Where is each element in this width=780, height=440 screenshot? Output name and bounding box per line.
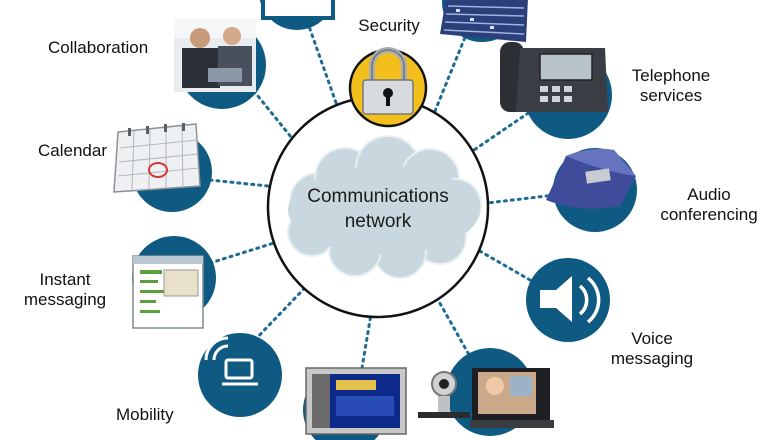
webcam-computer-icon bbox=[418, 368, 554, 428]
label-mobility: Mobility bbox=[116, 405, 174, 424]
monitor-icon bbox=[261, 0, 335, 20]
label-voice-messaging: Voice messaging bbox=[604, 329, 700, 369]
desktop-video-icon bbox=[305, 367, 407, 435]
label-voice-line-1: Voice bbox=[631, 329, 673, 348]
hub-line-2: network bbox=[344, 211, 412, 232]
label-telephone-line-1: Telephone bbox=[631, 66, 711, 85]
conference-phone-icon bbox=[546, 148, 636, 209]
hub-title: Communications network bbox=[283, 184, 473, 234]
label-audio-line-1: Audio bbox=[687, 185, 731, 204]
hub-cloud bbox=[287, 135, 482, 279]
server-rack-icon bbox=[440, 0, 528, 42]
chat-window-icon bbox=[132, 255, 204, 329]
label-voice-line-2: messaging bbox=[610, 349, 694, 368]
label-instant-line-2: messaging bbox=[23, 290, 107, 309]
connector-desktop bbox=[360, 270, 380, 370]
lock-icon bbox=[348, 47, 428, 128]
node-mobility bbox=[198, 333, 282, 417]
label-security: Security bbox=[358, 16, 420, 35]
desk-phone-icon bbox=[500, 42, 608, 112]
wireless-laptop-icon bbox=[204, 336, 258, 386]
label-audio-line-2: conferencing bbox=[660, 205, 758, 224]
label-collaboration: Collaboration bbox=[48, 38, 149, 57]
calendar-icon bbox=[113, 123, 201, 193]
label-instant-line-1: Instant bbox=[39, 270, 91, 289]
label-instant-messaging: Instant messaging bbox=[10, 270, 120, 310]
label-telephone-services: Telephone services bbox=[618, 66, 724, 106]
people-meeting-icon bbox=[174, 18, 256, 92]
label-telephone-line-2: services bbox=[639, 86, 703, 105]
connector-voice bbox=[476, 248, 532, 282]
label-audio-conferencing: Audio conferencing bbox=[650, 185, 768, 225]
speaker-icon bbox=[540, 276, 601, 324]
hub-line-1: Communications bbox=[307, 186, 449, 207]
label-calendar: Calendar bbox=[38, 141, 107, 160]
connector-audio bbox=[485, 193, 557, 205]
